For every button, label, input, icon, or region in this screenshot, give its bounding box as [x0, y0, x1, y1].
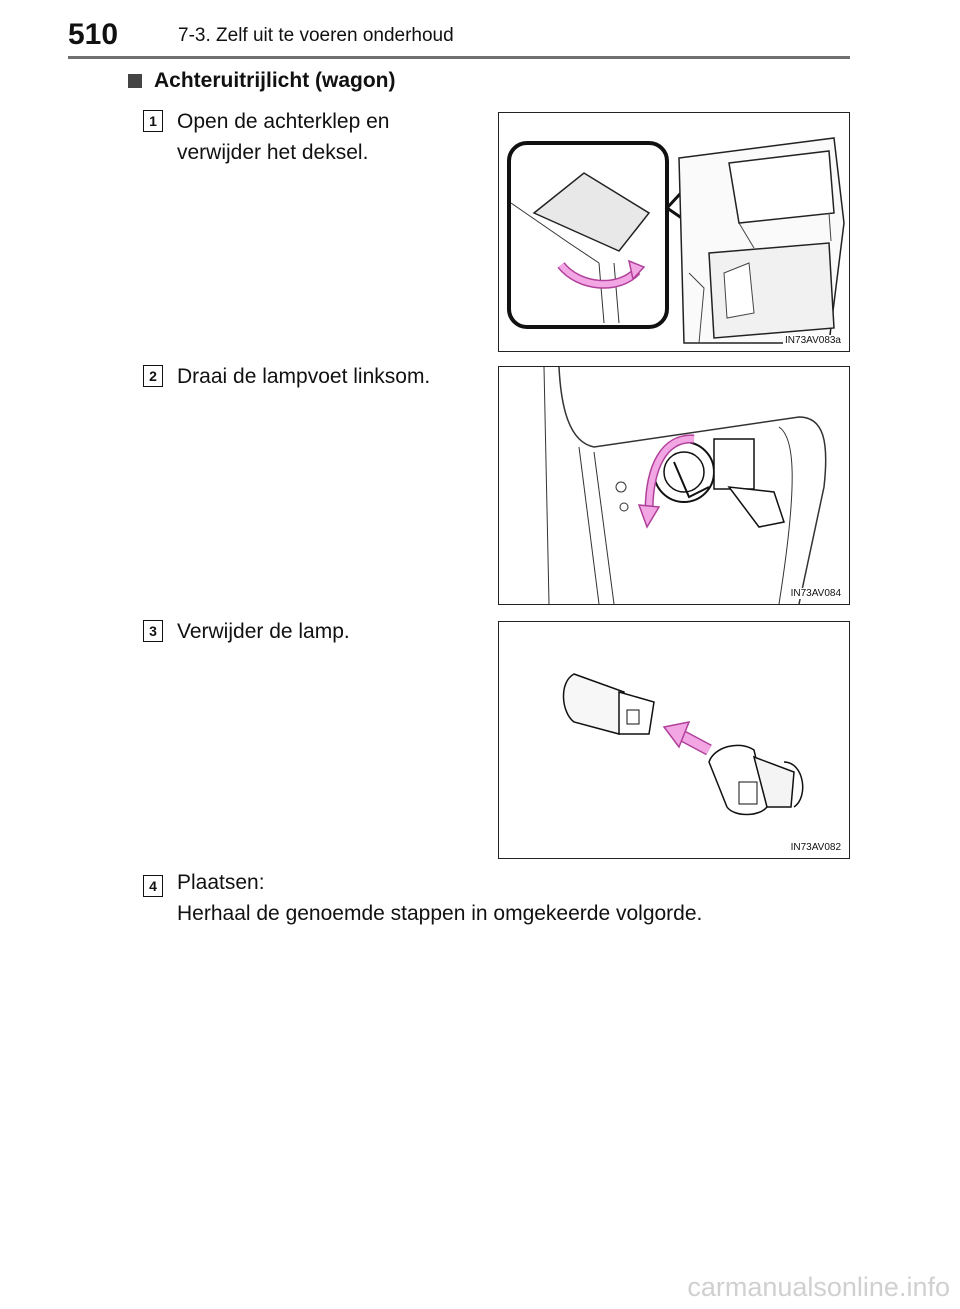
header-rule: [68, 56, 850, 59]
section-heading: Achteruitrijlicht (wagon): [128, 69, 396, 93]
step-number-1: 1: [143, 110, 163, 132]
figure-code: IN73AV082: [788, 842, 843, 853]
figure-code: IN73AV084: [788, 588, 843, 599]
step-text-4: Plaatsen: Herhaal de genoemde stappen in…: [177, 871, 703, 925]
figure-remove-bulb: IN73AV082: [498, 621, 850, 859]
chapter-title: 7-3. Zelf uit te voeren onderhoud: [178, 25, 454, 46]
watermark: carmanualsonline.info: [687, 1272, 950, 1302]
page-number: 510: [68, 18, 119, 51]
section-title: Achteruitrijlicht (wagon): [154, 69, 396, 92]
step-number-2: 2: [143, 365, 163, 387]
figure-open-tailgate: IN73AV083a: [498, 112, 850, 352]
square-bullet-icon: [128, 74, 142, 88]
figure-turn-socket: IN73AV084: [498, 366, 850, 605]
bulb-illustration: [562, 673, 804, 816]
step-number-3: 3: [143, 620, 163, 642]
figure-code: IN73AV083a: [783, 335, 843, 346]
step-text-3: Verwijder de lamp.: [177, 620, 350, 643]
step-text-1: Open de achterklep en verwijder het deks…: [177, 110, 390, 164]
step-text-2: Draai de lampvoet linksom.: [177, 365, 431, 388]
tailgate-illustration: [507, 137, 845, 344]
step-number-4: 4: [143, 875, 163, 897]
socket-illustration: [543, 367, 827, 604]
